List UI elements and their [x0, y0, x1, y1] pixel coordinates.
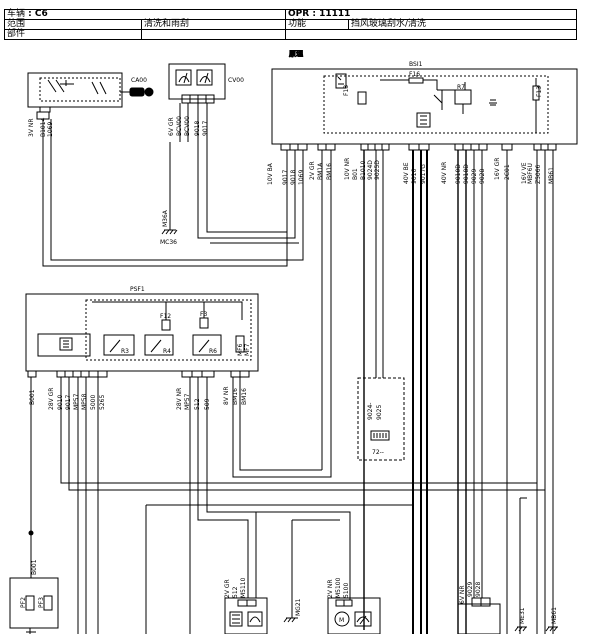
bottom-motor-b: M 2V NR M5100 5100 — [327, 577, 381, 634]
bsi-e-conn: 40V NR — [441, 162, 448, 184]
bsi-a-w3: 1069 — [298, 170, 305, 185]
bsi-g-conn: 16V VE — [521, 162, 528, 184]
ca00-connector-label: 3V NR — [28, 119, 35, 138]
pf2-label: PF2 — [20, 597, 27, 608]
bsi-d-w1: 9016 — [411, 169, 418, 184]
me31-label: ME31 — [519, 607, 526, 624]
mg21-label: MG21 — [295, 598, 302, 616]
bot-a-conn: 2V GR — [224, 579, 231, 598]
mc36-ground: M36A MC36 — [160, 142, 178, 246]
connector-9024-unit: 9024- 9025 72-- — [357, 150, 405, 461]
bsi-a-w1: 9017 — [282, 170, 289, 185]
mb61-ground: MB61 — [545, 607, 558, 632]
bot-a-w1: 512 — [232, 586, 239, 598]
bsi-b-conn: 2V GR — [309, 161, 316, 180]
bot-b-w1: M5100 — [335, 577, 342, 598]
bsi-c-w1: B01 — [352, 168, 359, 180]
bsi-a-conn: 10V BA — [267, 162, 274, 185]
bsi-f-conn: 16V GR — [494, 158, 501, 180]
bsi-d-conn: 40V BE — [403, 162, 410, 184]
me31-ground: ME31 — [514, 607, 527, 632]
bot-c-conn: 6V NR — [459, 586, 466, 605]
bot-c-w1: 9029 — [467, 582, 474, 597]
unit-9025-label: 9025 — [376, 405, 383, 420]
bottom-connector-a: 2V GR 512 M5110 — [224, 577, 268, 634]
mf7-label: MF7 — [244, 343, 251, 356]
bot-b-conn: 2V NR — [327, 580, 334, 599]
bsi-c-conn: 10V NR — [344, 158, 351, 180]
mg21-ground: MG21 — [283, 598, 302, 623]
ca00-component: CA00 3V NR B1014 1069 — [27, 72, 154, 138]
bot-c-w2: 9028 — [475, 582, 482, 597]
ca00-label: CA00 — [131, 77, 147, 84]
bsi-a-w2: 9018 — [290, 170, 297, 185]
psf-c-w2: BM16 — [241, 388, 248, 405]
relay-r4-label: R4 — [163, 348, 171, 355]
parts-value-cell — [285, 29, 577, 40]
relay-r7-label: R7 — [457, 84, 465, 91]
psf-a-w6: 5265 — [99, 395, 106, 410]
psf-c-w1: BM16 — [232, 388, 239, 405]
bsi-g-w1: MBF6U — [527, 163, 534, 184]
header-table: 车辆 : C6 OPR : 11111 范围清洗和雨刮 功能 挡风玻璃刮水/清洗… — [4, 9, 577, 40]
cv00-wire4: 9017 — [202, 121, 209, 136]
m36a-label: M36A — [162, 209, 169, 227]
relay-r6-label: R6 — [209, 348, 217, 355]
bottom-connector-c: 6V NR 9029 9028 — [457, 582, 501, 634]
bsi1-label: BSI1 — [409, 61, 423, 68]
fuse-f13-label: F13 — [536, 86, 543, 97]
svg-text:M: M — [339, 617, 344, 624]
bsi-c-w3: 9024D — [367, 160, 374, 180]
bsi-c-w4: 9025D — [374, 160, 381, 180]
mf6-label: MF6 — [237, 343, 244, 356]
b001-component: B001 PF2 PF3 — [9, 377, 59, 634]
pf3-label: PF3 — [38, 597, 45, 608]
psf-d-label: B001 — [29, 389, 36, 405]
bot-b-w2: 5100 — [343, 583, 350, 598]
unit-9024-label: 9024- — [367, 403, 374, 420]
psf-b-conn: 28V NR — [176, 388, 183, 410]
psf-a-w5: 5000 — [90, 395, 97, 410]
fuse-f16-label: F16 — [409, 71, 420, 78]
psf-c-conn: 8V NR — [223, 387, 230, 406]
diagram-title: 原理 — [289, 50, 303, 58]
bsi-d-w2: 9017G — [420, 164, 427, 184]
bsi-b-w1: BM1A — [317, 162, 324, 180]
bsi-g-w2: Z5066 — [535, 164, 542, 184]
bsi-b-w2: BM16 — [326, 163, 333, 180]
unit-72-label: 72-- — [372, 449, 384, 456]
parts-cell: 部件 — [4, 29, 286, 40]
bot-a-w2: M5110 — [240, 577, 247, 598]
bsi-g-w3: MB61 — [548, 167, 555, 184]
mb61-label: MB61 — [551, 607, 558, 624]
psf-a-w3: MP57 — [73, 393, 80, 410]
psf-b-w1: MP57 — [184, 393, 191, 410]
psf1-label: PSF1 — [130, 286, 145, 293]
b001-label: B001 — [31, 559, 38, 575]
psf-a-conn: 28V GR — [48, 388, 55, 410]
cv00-component: CV00 6V GR BCV00 BCV00 9018 9017 — [168, 63, 244, 136]
relay-r3-label: R3 — [121, 348, 129, 355]
cv00-label: CV00 — [228, 77, 244, 84]
psf-a-w4: MP58 — [81, 393, 88, 410]
bsi1-fuse-label: F13 — [343, 85, 350, 96]
cv00-connector-label: 6V GR — [168, 117, 175, 136]
mc36-label: MC36 — [160, 239, 177, 246]
